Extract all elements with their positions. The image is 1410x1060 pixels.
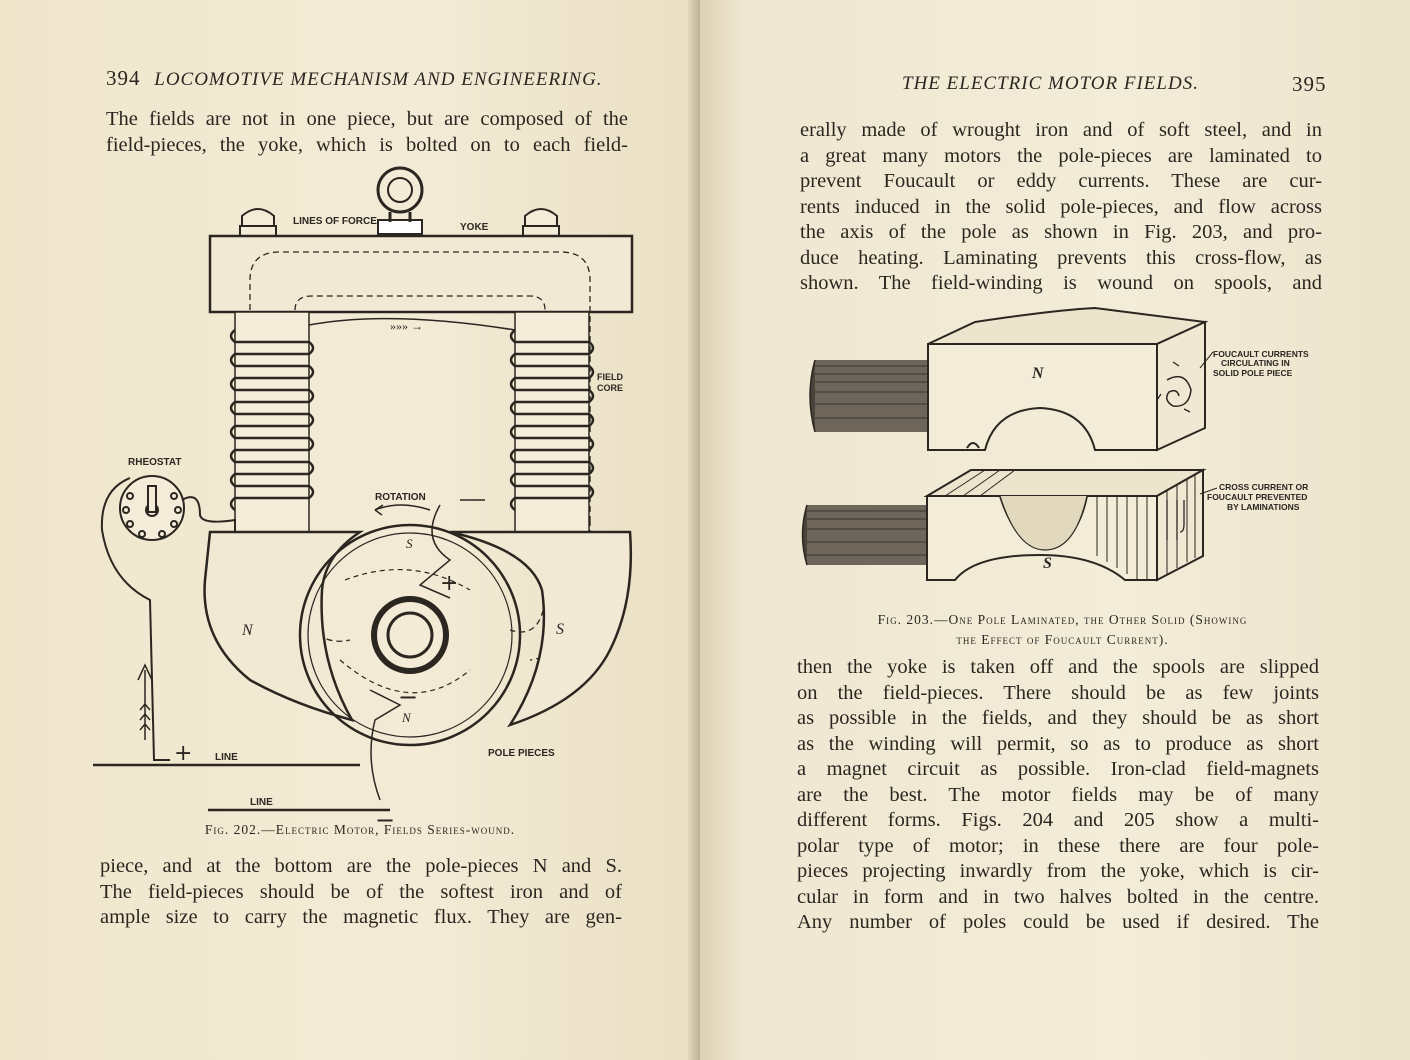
text-line: as possible in the fields, and they shou… <box>797 707 1319 729</box>
rotation-arrow <box>374 504 431 511</box>
left-paragraph-bottom: piece, and at the bottom are the pole-pi… <box>100 854 622 931</box>
text-line: field-pieces, the yoke, which is bolted … <box>106 133 628 156</box>
text-line: prevent Foucault or eddy currents. These… <box>800 170 1322 192</box>
figure-202-caption: Fig. 202.—Electric Motor, Fields Series-… <box>204 822 516 837</box>
negative-brush-wire <box>369 689 402 801</box>
minus-sign: − <box>375 806 395 825</box>
foucault-leader <box>1199 351 1214 369</box>
left-field-coil <box>229 311 315 533</box>
pole-s-label: S <box>1043 555 1052 572</box>
pole-pieces-label: POLE PIECES <box>488 748 555 759</box>
positive-brush-wire <box>418 504 452 599</box>
text-line: shown. The field-winding is wound on spo… <box>800 272 1322 294</box>
pole-n-left-label: N <box>241 622 254 639</box>
text-line: a magnet circuit as possible. Iron-clad … <box>797 758 1319 780</box>
solid-pole-block <box>927 306 1209 452</box>
brush-minus-sign: − <box>398 683 418 711</box>
foucault-label-3: SOLID POLE PIECE <box>1213 368 1293 378</box>
left-running-title: LOCOMOTIVE MECHANISM AND ENGINEERING. <box>154 69 603 90</box>
text-line: the axis of the pole as shown in Fig. 20… <box>800 221 1322 243</box>
upper-shaft <box>809 359 933 433</box>
text-line: then the yoke is taken off and the spool… <box>797 656 1319 678</box>
text-line: as the winding will permit, so as to pro… <box>797 732 1319 755</box>
line-negative-label: LINE <box>250 797 273 808</box>
yoke <box>208 234 634 314</box>
connecting-wire <box>308 317 516 331</box>
right-page-number: 395 <box>1292 72 1327 96</box>
text-line: erally made of wrought iron and of soft … <box>800 119 1322 141</box>
left-running-head: 394 LOCOMOTIVE MECHANISM AND ENGINEERING… <box>106 66 603 91</box>
figure-203-caption: Fig. 203.—One Pole Laminated, the Other … <box>800 610 1325 650</box>
left-paragraph-top: The fields are not in one piece, but are… <box>106 107 628 158</box>
pole-pieces <box>203 530 633 728</box>
armature-n-label: N <box>401 710 412 725</box>
text-line: rents induced in the solid pole-pieces, … <box>800 195 1322 218</box>
current-arrow <box>137 663 153 740</box>
yoke-label: YOKE <box>460 222 489 233</box>
pole-s-right-label: S <box>556 621 564 638</box>
cross-current-leader <box>1199 487 1218 495</box>
cross-current-label-2: FOUCAULT PREVENTED <box>1207 492 1307 502</box>
text-line: pieces projecting inwardly from the yoke… <box>797 860 1319 882</box>
text-line: duce heating. Laminating prevents this c… <box>800 246 1322 269</box>
lines-of-force-label: LINES OF FORCE <box>293 216 377 227</box>
right-running-title: THE ELECTRIC MOTOR FIELDS. <box>902 73 1199 94</box>
figure-203-pole-pieces: N S FOUCAULT CURRENTS CIRCULATING IN SOL… <box>801 306 1309 582</box>
rheostat <box>100 475 236 761</box>
right-page: THE ELECTRIC MOTOR FIELDS. 395 erally ma… <box>700 0 1410 1060</box>
field-core-label-2: CORE <box>597 383 623 393</box>
foucault-label-2: CIRCULATING IN <box>1221 358 1290 368</box>
plus-sign: + <box>174 741 192 766</box>
field-core-label-1: FIELD <box>597 372 623 382</box>
text-line: polar type of motor; in these there are … <box>797 834 1319 857</box>
text-line: cular in form and in two halves bolted i… <box>797 885 1319 908</box>
text-line: The fields are not in one piece, but are… <box>106 108 628 130</box>
text-line: ample size to carry the magnetic flux. T… <box>100 906 622 928</box>
armature-s-label: S <box>406 536 413 551</box>
arrow-mark: »»» → <box>390 319 423 333</box>
rotation-arrow-head <box>374 504 384 516</box>
text-line: piece, and at the bottom are the pole-pi… <box>100 855 622 877</box>
laminated-pole-block <box>923 468 1207 582</box>
brush-plus-sign: + <box>440 571 458 596</box>
caption-line: the Effect of Foucault Current). <box>956 632 1169 647</box>
text-line: different forms. Figs. 204 and 205 show … <box>797 809 1319 831</box>
text-line: are the best. The motor fields may be of… <box>797 783 1319 806</box>
eye-bolt <box>376 166 424 235</box>
bolt-heads <box>239 208 560 237</box>
caption-line: Fig. 203.—One Pole Laminated, the Other … <box>877 612 1248 627</box>
text-line: on the field-pieces. There should be as … <box>797 681 1319 704</box>
right-paragraph-top: erally made of wrought iron and of soft … <box>800 118 1322 297</box>
rheostat-label: RHEOSTAT <box>128 457 182 468</box>
left-page: 394 LOCOMOTIVE MECHANISM AND ENGINEERING… <box>0 0 700 1060</box>
figure-202-electric-motor: »»» → <box>93 166 634 825</box>
lower-shaft <box>801 504 927 566</box>
left-page-number: 394 <box>106 66 141 90</box>
foucault-label-1: FOUCAULT CURRENTS <box>1213 349 1309 359</box>
right-field-coil <box>509 311 595 533</box>
right-paragraph-bottom: then the yoke is taken off and the spool… <box>797 655 1319 936</box>
rotation-label: ROTATION <box>375 492 426 503</box>
cross-current-label-1: CROSS CURRENT OR <box>1219 482 1308 492</box>
line-positive-label: LINE <box>215 752 238 763</box>
pole-n-label: N <box>1031 365 1045 382</box>
text-line: a great many motors the pole-pieces are … <box>800 144 1322 167</box>
text-line: The field-pieces should be of the softes… <box>100 880 622 903</box>
cross-current-label-3: BY LAMINATIONS <box>1227 502 1300 512</box>
text-line: Any number of poles could be used if des… <box>797 911 1319 933</box>
armature <box>298 523 522 747</box>
